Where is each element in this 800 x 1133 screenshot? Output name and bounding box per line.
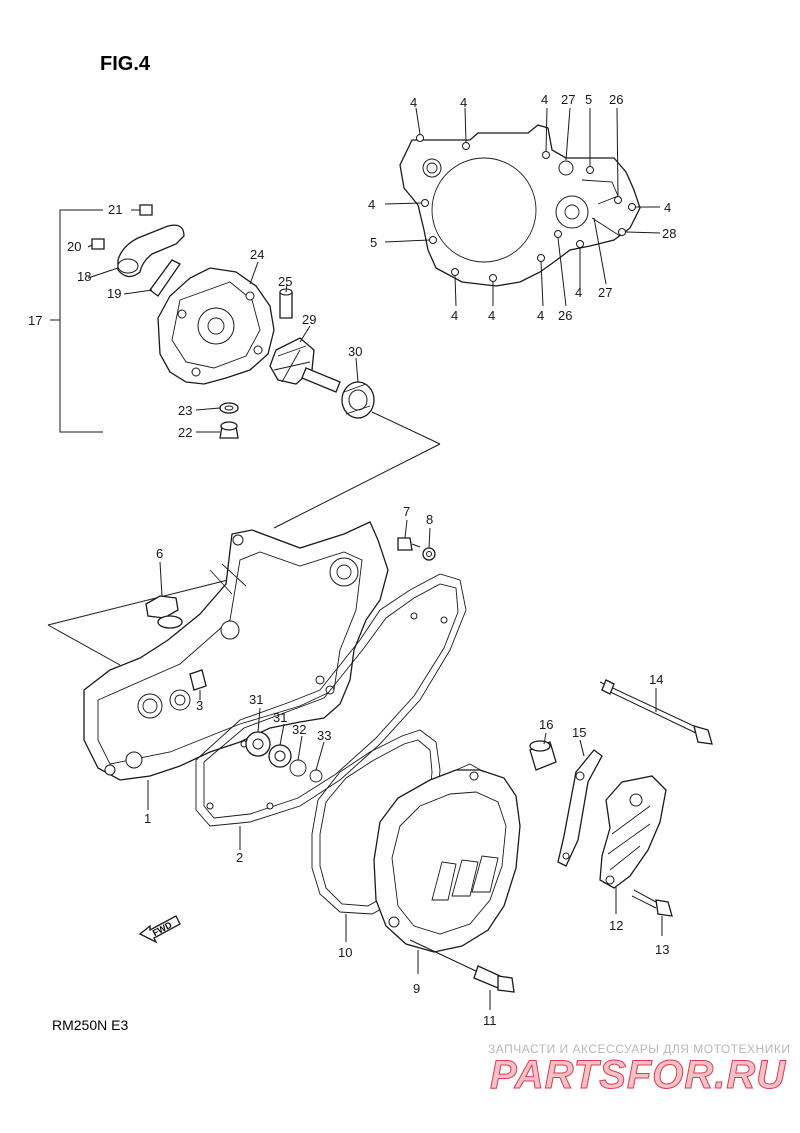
crankcase-cover xyxy=(83,521,389,781)
callout-27-top: 27 xyxy=(561,92,575,107)
water-pump-bracket xyxy=(50,209,103,433)
callout-15: 15 xyxy=(572,725,586,740)
callout-16: 16 xyxy=(539,717,553,732)
callout-13: 13 xyxy=(655,942,669,957)
cover-bolt-holes xyxy=(416,134,636,282)
callout-31-upper: 31 xyxy=(249,692,263,707)
callout-28: 28 xyxy=(662,226,676,241)
callout-25: 25 xyxy=(278,274,292,289)
clutch-cover xyxy=(373,763,521,974)
clutch-cover-leader-lines xyxy=(384,107,661,307)
figure-title: FIG.4 xyxy=(100,53,151,75)
callout-7: 7 xyxy=(403,504,410,519)
callout-9: 9 xyxy=(413,981,420,996)
sprocket-guard-12 xyxy=(599,775,667,914)
callout-30: 30 xyxy=(348,344,362,359)
callout-1: 1 xyxy=(144,811,151,826)
callout-4-bottom-a: 4 xyxy=(451,308,458,323)
callout-18: 18 xyxy=(77,269,91,284)
callout-2: 2 xyxy=(236,850,243,865)
callout-22: 22 xyxy=(178,425,192,440)
callout-14: 14 xyxy=(649,672,663,687)
callout-4-top-c: 4 xyxy=(541,92,548,107)
callout-26-top: 26 xyxy=(609,92,623,107)
clutch-cover-outline xyxy=(399,124,641,287)
pump-to-cover-lines xyxy=(47,579,229,666)
spacer-16 xyxy=(529,732,557,771)
callout-5-left: 5 xyxy=(370,235,377,250)
callout-27-bottom: 27 xyxy=(598,285,612,300)
fwd-arrow-icon: FWD xyxy=(138,915,181,944)
callout-26-bottom: 26 xyxy=(558,308,572,323)
model-code: RM250N E3 xyxy=(52,1017,128,1033)
callout-4-bottom-e: 4 xyxy=(575,285,582,300)
callout-4-left: 4 xyxy=(368,197,375,212)
callout-12: 12 xyxy=(609,918,623,933)
callout-21: 21 xyxy=(108,202,122,217)
callout-19: 19 xyxy=(107,286,121,301)
dowel-3 xyxy=(189,669,207,700)
callout-20: 20 xyxy=(67,239,81,254)
water-pump-parts xyxy=(87,204,375,439)
bearings-and-clips xyxy=(245,707,325,783)
callout-11: 11 xyxy=(483,1013,497,1028)
bolt-7-washer-8 xyxy=(397,519,436,561)
callout-10: 10 xyxy=(338,945,352,960)
watermark-tagline: ЗАПЧАСТИ И АКСЕССУАРЫ ДЛЯ МОТОТЕХНИКИ xyxy=(488,1042,790,1056)
bolt-11 xyxy=(409,939,515,1010)
callout-23: 23 xyxy=(178,403,192,418)
water-pump-leader-lines xyxy=(87,261,441,529)
callout-8: 8 xyxy=(426,512,433,527)
callout-6: 6 xyxy=(156,546,163,561)
watermark-brand: PARTSFOR.RU xyxy=(490,1053,786,1097)
callout-32: 32 xyxy=(292,722,306,737)
crankcase-cover-gasket xyxy=(195,573,467,850)
callout-3: 3 xyxy=(196,698,203,713)
bracket-15 xyxy=(557,739,603,867)
callout-4-top-b: 4 xyxy=(460,95,467,110)
callout-24: 24 xyxy=(250,247,264,262)
callout-31-lower: 31 xyxy=(273,710,287,725)
bolt-14 xyxy=(599,679,713,745)
callout-33: 33 xyxy=(317,728,331,743)
callout-5-top: 5 xyxy=(585,92,592,107)
oil-filler-cap xyxy=(145,561,183,629)
bolt-13 xyxy=(631,889,673,936)
callout-17: 17 xyxy=(28,313,42,328)
callout-4-right: 4 xyxy=(664,200,671,215)
callout-4-bottom-c: 4 xyxy=(537,308,544,323)
callout-4-top-a: 4 xyxy=(410,95,417,110)
callout-29: 29 xyxy=(302,312,316,327)
callout-4-bottom-b: 4 xyxy=(488,308,495,323)
